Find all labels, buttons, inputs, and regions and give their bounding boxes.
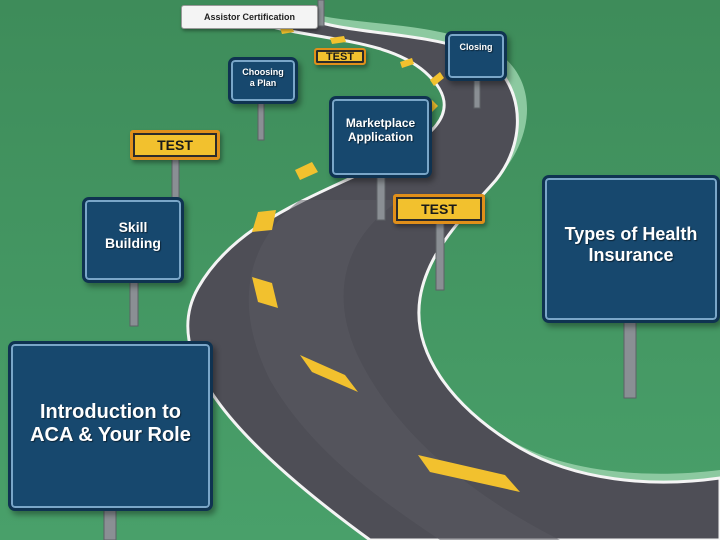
sign-closing: Closing [445,31,507,81]
sign-introduction: Introduction to ACA & Your Role [8,341,213,511]
test-sign-2: TEST [130,130,220,160]
assistor-certification-banner: Assistor Certification [181,5,318,29]
sign-closing-label: Closing [459,41,493,52]
sign-skill-building: Skill Building [82,197,184,283]
sign-choosing-plan: Choosing a Plan [228,57,298,104]
test-sign-1-label: TEST [325,50,355,63]
sign-choosing-plan-label: Choosing a Plan [242,67,284,88]
test-sign-3: TEST [393,194,485,224]
sign-marketplace-application-label: Marketplace Application [345,116,416,144]
test-sign-3-label: TEST [421,201,457,217]
sign-marketplace-application: Marketplace Application [329,96,432,178]
sign-types-of-health-insurance-label: Types of Health Insurance [564,224,698,265]
banner-label: Assistor Certification [203,12,296,22]
road-shading [248,200,560,540]
sign-types-of-health-insurance: Types of Health Insurance [542,175,720,323]
test-sign-1: TEST [314,48,366,65]
sign-introduction-label: Introduction to ACA & Your Role [30,400,191,446]
sign-skill-building-label: Skill Building [105,218,161,251]
test-sign-2-label: TEST [157,137,193,153]
